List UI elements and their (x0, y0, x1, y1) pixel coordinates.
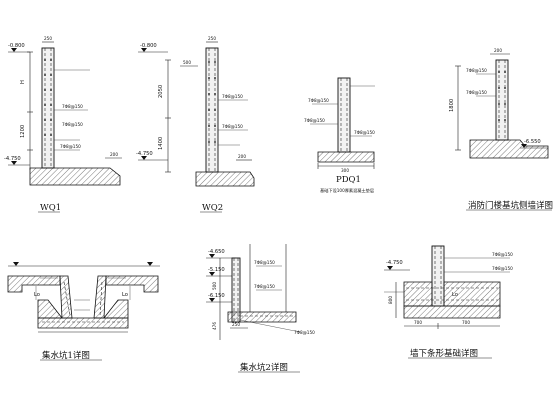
elevation-1: -4.650 (208, 249, 225, 255)
elevation-marker-icon (387, 266, 393, 270)
elevation-marker-icon (11, 48, 17, 52)
detail-fire-gate-wall: 1800 200 -6.550 7Φ8@150 7Φ8@150 消防门楼基坑侧墙… (449, 48, 553, 211)
rebar-dots (44, 59, 52, 136)
detail-strip-footing: -4.750 800 700 700 Lo 7Φ8@150 7Φ8@150 墙下… (384, 245, 513, 359)
dim-2050: 2050 (158, 85, 164, 98)
rebar-dots (498, 71, 506, 121)
dim-h: H (20, 80, 26, 84)
bottom-elevation: -4.750 (4, 156, 21, 162)
rebar-callout-2: 7Φ8@150 (466, 90, 487, 95)
dim-lo: Lo (452, 292, 458, 298)
elevation-3: -6.150 (208, 293, 225, 299)
detail-sump-pit-1: Lo Lo 集水坑1详图 (7, 262, 160, 361)
top-elevation: -0.800 (140, 43, 157, 49)
dim-1400: 1400 (158, 137, 164, 150)
detail-wq1: -0.800 -4.750 H 1200 250 200 (4, 36, 122, 213)
caption-strip-footing: 墙下条形基础详图 (410, 348, 478, 359)
dim-200: 200 (238, 154, 246, 159)
rebar-callout-2: 7Φ8@150 (304, 118, 325, 123)
dim-h: 1800 (449, 99, 455, 112)
rebar-callout-2: 7Φ8@150 (62, 122, 83, 127)
rebar-callout-2: 7Φ8@150 (254, 284, 275, 289)
caption-wq1: WQ1 (40, 203, 61, 213)
rebar-callout-3: 7Φ8@150 (294, 330, 315, 335)
rebar-callout-1: 7Φ8@150 (308, 98, 329, 103)
rebar-callout-1: 7Φ8@150 (254, 260, 275, 265)
caption-fire-gate-wall: 消防门楼基坑侧墙详图 (468, 200, 553, 211)
rebar-callout-3: 7Φ8@150 (354, 130, 375, 135)
pdq1-note: 基础下设100厚素混凝土垫层 (320, 187, 374, 194)
dim-bottom: 300 (341, 168, 349, 173)
elevation-2: -5.150 (208, 267, 225, 273)
elevation-marker-icon (209, 254, 215, 258)
rebar-dots (208, 61, 216, 143)
dim-700-right: 700 (462, 320, 470, 325)
rebar-callout-1: 7Φ8@150 (62, 104, 83, 109)
dim-500: 500 (212, 282, 217, 290)
bottom-elevation: -4.750 (136, 151, 153, 157)
caption-wq2: WQ2 (202, 203, 223, 213)
top-elevation: -0.800 (8, 43, 25, 49)
rebar-callout-2: 7Φ8@150 (492, 266, 513, 271)
caption-sump-pit-1: 集水坑1详图 (42, 350, 90, 361)
detail-pdq1: 300 7Φ8@150 7Φ8@150 7Φ8@150 PDQ1 基础下设100… (304, 77, 375, 194)
dim-top: 250 (208, 36, 216, 41)
dim-800: 800 (388, 296, 393, 304)
dim-500: 500 (183, 60, 191, 65)
rebar-callout-1: 7Φ8@150 (222, 94, 243, 99)
footing-elevation: -4.750 (386, 260, 403, 266)
dim-250: 250 (232, 322, 240, 327)
elevation-marker-icon (521, 144, 527, 148)
dim-700-left: 700 (414, 320, 422, 325)
dim-200: 200 (110, 152, 118, 157)
elevation-marker-icon (209, 272, 215, 276)
dim-top: 200 (494, 48, 502, 53)
rebar-callout-2: 7Φ8@150 (222, 124, 243, 129)
dim-lo-left: Lo (34, 292, 40, 298)
dim-1200: 1200 (20, 125, 26, 138)
elevation-marker-icon (141, 48, 147, 52)
rebar-callout-3: 7Φ8@150 (60, 144, 81, 149)
elevation-marker-icon (11, 161, 17, 165)
elevation-marker-icon (141, 156, 147, 160)
fire-elevation: -6.550 (524, 139, 541, 145)
caption-pdq1: PDQ1 (336, 175, 361, 185)
elevation-marker-icon (147, 262, 153, 266)
rebar-callout-1: 7Φ8@150 (492, 252, 513, 257)
elevation-marker-icon (209, 298, 215, 302)
rebar-callout-1: 7Φ8@150 (466, 68, 487, 73)
dim-top: 250 (44, 36, 52, 41)
detail-sump-pit-2: -4.650 -5.150 -6.150 500 476 7Φ8@150 7Φ8… (206, 244, 315, 373)
caption-sump-pit-2: 集水坑2详图 (240, 362, 288, 373)
dim-lo-right: Lo (122, 292, 128, 298)
dim-476: 476 (212, 322, 217, 330)
elevation-marker-icon (13, 262, 19, 266)
detail-wq2: -0.800 -4.750 2050 1400 500 250 200 (136, 36, 255, 213)
